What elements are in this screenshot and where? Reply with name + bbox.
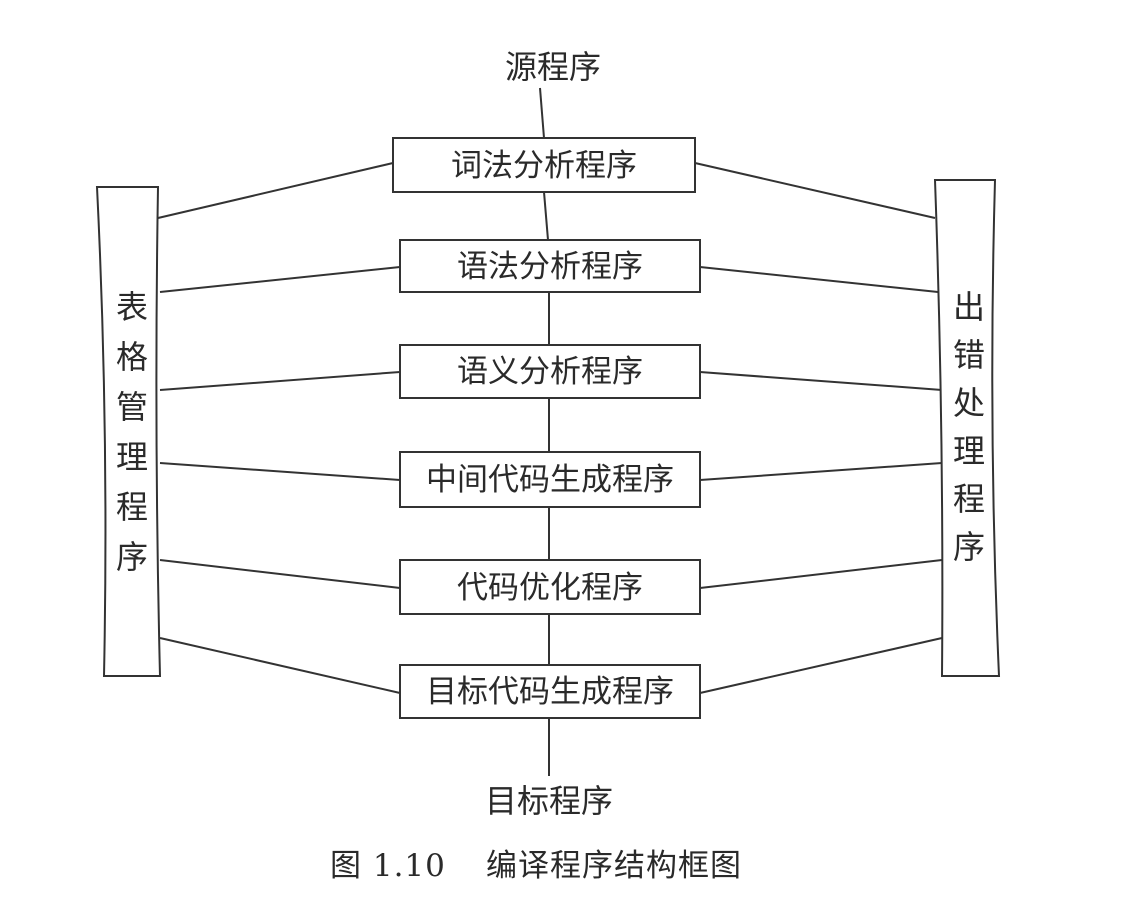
left-connector-intermediate bbox=[159, 462, 401, 481]
stage-label-lexical: 词法分析程序 bbox=[451, 148, 637, 184]
stage-label-syntax: 语法分析程序 bbox=[457, 249, 643, 285]
stage-box-optimize: 代码优化程序 bbox=[399, 559, 701, 615]
right-panel-char-3: 处 bbox=[953, 384, 985, 422]
trunk-source-to-lexical bbox=[539, 87, 545, 139]
stage-box-codegen: 目标代码生成程序 bbox=[399, 664, 701, 719]
stage-boxes: 词法分析程序 语法分析程序 语义分析程序 中间代码生成程序 代码优化程序 目标代… bbox=[392, 137, 701, 719]
stage-label-intermediate: 中间代码生成程序 bbox=[426, 462, 674, 498]
stage-label-optimize: 代码优化程序 bbox=[457, 570, 643, 606]
right-connector-semantic bbox=[699, 371, 943, 391]
left-panel-char-5: 程 bbox=[116, 488, 148, 526]
right-panel-char-1: 出 bbox=[953, 288, 985, 326]
stage-box-semantic: 语义分析程序 bbox=[399, 344, 701, 399]
stage-label-codegen: 目标代码生成程序 bbox=[426, 674, 674, 710]
right-panel-char-2: 错 bbox=[953, 336, 985, 374]
stage-box-syntax-frame bbox=[399, 239, 701, 293]
stage-box-codegen-frame bbox=[399, 664, 701, 719]
right-connectors bbox=[694, 162, 943, 694]
source-program-label: 源程序 bbox=[505, 48, 601, 86]
right-connector-optimize bbox=[699, 559, 943, 589]
right-panel-char-6: 序 bbox=[953, 528, 985, 566]
right-connector-lexical bbox=[694, 162, 936, 219]
left-panel-char-3: 管 bbox=[116, 388, 148, 426]
left-panel-char-2: 格 bbox=[116, 338, 148, 376]
left-connector-semantic bbox=[159, 371, 401, 391]
stage-box-optimize-frame bbox=[399, 559, 701, 615]
left-connectors bbox=[157, 162, 401, 694]
right-connector-intermediate bbox=[699, 462, 943, 481]
right-panel-frame bbox=[933, 179, 1001, 677]
caption-number: 图 1.10 bbox=[330, 848, 446, 884]
trunk-lines bbox=[539, 87, 550, 776]
target-program-label: 目标程序 bbox=[485, 782, 613, 820]
stage-box-lexical: 词法分析程序 bbox=[392, 137, 696, 193]
stage-box-syntax: 语法分析程序 bbox=[399, 239, 701, 293]
figure-caption: 图 1.10 编译程序结构框图 bbox=[330, 848, 742, 884]
stage-label-semantic: 语义分析程序 bbox=[457, 354, 643, 390]
left-panel-char-1: 表 bbox=[116, 288, 148, 326]
caption-title: 编译程序结构框图 bbox=[486, 848, 742, 884]
right-panel-char-5: 程 bbox=[953, 480, 985, 518]
right-connector-codegen bbox=[699, 637, 943, 694]
trunk-lexical-to-syntax bbox=[543, 191, 549, 241]
stage-box-intermediate-frame bbox=[399, 451, 701, 508]
stage-box-lexical-frame bbox=[392, 137, 696, 193]
stage-box-intermediate: 中间代码生成程序 bbox=[399, 451, 701, 508]
left-panel-frame bbox=[95, 186, 162, 677]
left-connector-optimize bbox=[159, 559, 401, 589]
right-panel-char-4: 理 bbox=[953, 432, 985, 470]
right-panel-error-handling: 出 错 处 理 程 序 bbox=[933, 179, 1001, 677]
left-panel-char-4: 理 bbox=[116, 438, 148, 476]
left-connector-lexical bbox=[157, 162, 394, 219]
stage-box-semantic-frame bbox=[399, 344, 701, 399]
right-connector-syntax bbox=[699, 266, 939, 293]
left-panel-table-management: 表 格 管 理 程 序 bbox=[95, 186, 162, 677]
left-panel-char-6: 序 bbox=[116, 538, 148, 576]
left-connector-codegen bbox=[159, 637, 401, 694]
left-connector-syntax bbox=[159, 266, 401, 293]
